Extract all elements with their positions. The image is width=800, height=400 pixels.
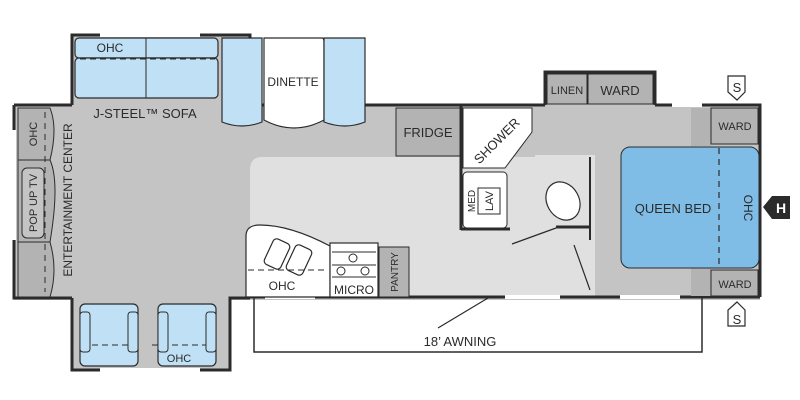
chair-ohc-label: OHC (167, 353, 192, 365)
med-label: MED (467, 190, 478, 212)
bathroom (459, 106, 591, 291)
micro-label: MICRO (334, 283, 374, 297)
stabilizer-bottom-icon (727, 301, 746, 327)
entertainment-center-label: ENTERTAINMENT CENTER (61, 123, 75, 277)
entertainment-center (17, 107, 56, 298)
queen-bed (620, 146, 760, 269)
lav-label: LAV (484, 190, 496, 211)
fridge-label: FRIDGE (403, 125, 452, 140)
kitchen-counter (245, 224, 331, 298)
sofa (74, 37, 219, 99)
awning-outline (253, 298, 703, 353)
bed-ohc-label: OHC (741, 195, 755, 222)
pop-up-tv-label: POP UP TV (28, 173, 40, 232)
linen-cabinet (546, 73, 588, 105)
dinette-label: DINETTE (267, 75, 318, 89)
entertainment-ohc-label: OHC (28, 122, 40, 147)
kitchen-ohc-label: OHC (269, 279, 296, 293)
wardrobe-top (587, 73, 654, 105)
linen-label: LINEN (551, 85, 583, 97)
dinette (221, 37, 366, 129)
pantry (378, 246, 410, 298)
stabilizer-bottom-label: S (733, 312, 742, 327)
wardrobe-bed-top-spacer (691, 108, 711, 146)
awning-label: 18’ AWNING (424, 334, 497, 349)
stabilizer-top-label: S (733, 80, 742, 95)
pantry-label: PANTRY (390, 252, 401, 292)
fridge (395, 107, 461, 157)
sofa-label: J-STEEL™ SOFA (93, 106, 197, 121)
ward-bed-bottom-label: WARD (718, 279, 751, 291)
hitch-icon (763, 196, 790, 219)
hitch-label: H (776, 200, 786, 216)
recliner-left (79, 303, 139, 367)
ward-top-label: WARD (600, 83, 639, 98)
wardrobe-bed-bottom-spacer (691, 268, 711, 296)
sofa-ohc-label: OHC (97, 41, 124, 55)
ward-bed-top-label: WARD (718, 121, 751, 133)
stove (329, 242, 379, 298)
queen-bed-label: QUEEN BED (635, 201, 712, 216)
entry-door-swing (437, 297, 489, 329)
recliner-right (152, 303, 217, 367)
wardrobe-bed-bottom (710, 269, 759, 297)
wardrobe-bed-top (710, 107, 759, 145)
stabilizer-top-icon (727, 75, 746, 101)
